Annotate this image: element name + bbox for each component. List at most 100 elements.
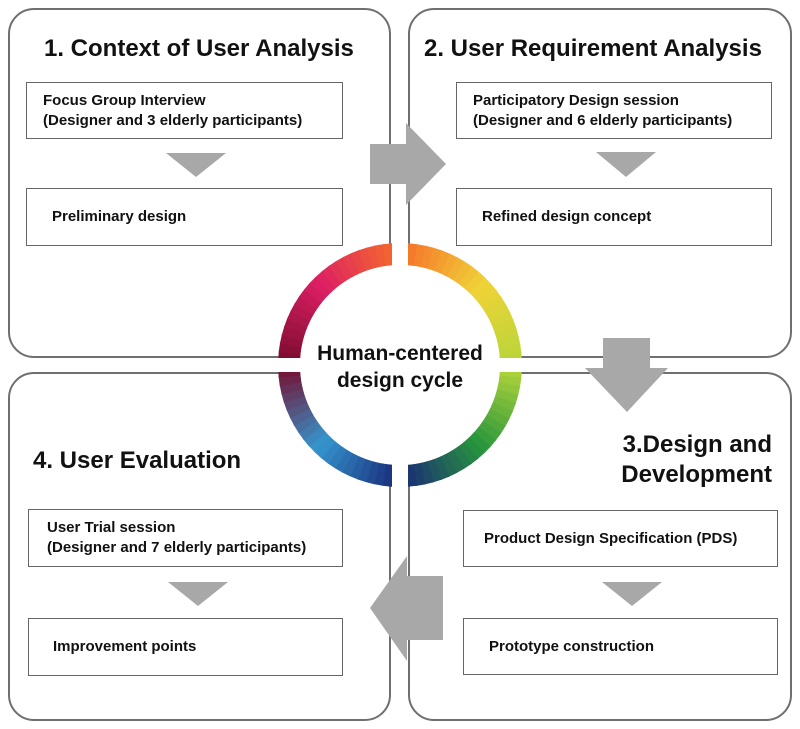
- color-wheel-segment: [286, 310, 311, 328]
- color-wheel-segment: [314, 436, 336, 459]
- box-line: (Designer and 6 elderly participants): [473, 111, 733, 129]
- color-wheel-segment: [492, 319, 517, 336]
- prototype-construction-box: Prototype construction: [463, 618, 778, 675]
- color-wheel-segment: [298, 288, 322, 310]
- participatory-design-box: Participatory Design session (Designer a…: [456, 82, 772, 139]
- arrow-right-icon: [370, 123, 446, 205]
- color-wheel-segment: [478, 420, 502, 442]
- color-wheel-segment: [482, 296, 507, 316]
- small-arrow-down-icon: [168, 582, 228, 606]
- color-wheel-segment: [433, 456, 450, 481]
- panel-4-title: 4. User Evaluation: [33, 447, 242, 474]
- color-wheel-segment: [334, 449, 354, 473]
- color-wheel-segment: [298, 420, 322, 441]
- color-wheel-segment: [335, 256, 354, 281]
- color-wheel-segment: [492, 395, 517, 412]
- color-wheel-segment: [452, 445, 472, 470]
- color-wheel-segment: [495, 327, 519, 342]
- color-wheel-segment: [315, 270, 337, 294]
- color-wheel-segment: [452, 261, 473, 285]
- color-wheel-segment: [341, 452, 360, 477]
- color-wheel-segment: [434, 250, 451, 275]
- color-wheel-segment: [281, 326, 306, 341]
- color-wheel-segment: [294, 295, 318, 315]
- title-line: 3.Design and: [622, 431, 772, 458]
- color-wheel-segment: [281, 388, 305, 403]
- center-label-line: design cycle: [336, 369, 464, 392]
- color-wheel-segment: [327, 445, 348, 469]
- color-wheel-segment: [482, 415, 506, 435]
- product-design-specification-box: Product Design Specification (PDS): [463, 510, 778, 567]
- color-wheel-segment: [320, 440, 342, 464]
- color-wheel-segment: [413, 244, 427, 268]
- color-wheel-segment: [440, 253, 459, 278]
- color-wheel: [276, 241, 524, 489]
- color-wheel-segment: [373, 462, 387, 486]
- color-wheel-segment: [303, 425, 326, 447]
- box-line: Focus Group Interview: [43, 91, 206, 109]
- color-wheel-segment: [290, 302, 314, 322]
- user-trial-session-box: User Trial session (Designer and 7 elder…: [28, 509, 343, 567]
- arrow-left-icon: [370, 556, 443, 661]
- color-wheel-segment: [279, 334, 304, 348]
- box-line: (Designer and 3 elderly participants): [43, 111, 303, 129]
- color-wheel-segment: [321, 265, 343, 289]
- color-wheel-segment: [494, 389, 519, 404]
- color-wheel-segment: [289, 407, 314, 426]
- color-wheel-segment: [365, 460, 380, 485]
- small-arrow-down-icon: [602, 582, 662, 606]
- color-wheel-segment: [474, 283, 497, 305]
- panel-2-title: 2. User Requirement Analysis: [424, 35, 762, 62]
- center-label: Human-centered design cycle: [300, 340, 500, 394]
- color-wheel-segment: [446, 257, 466, 281]
- color-wheel-segment: [464, 271, 486, 294]
- box-line: Preliminary design: [52, 208, 187, 225]
- color-wheel-segment: [468, 431, 491, 454]
- color-wheel-segment: [278, 374, 302, 387]
- color-wheel-segment: [405, 464, 417, 487]
- color-wheel-segment: [458, 266, 480, 290]
- color-wheel-segment: [439, 453, 458, 477]
- color-wheel-segment: [486, 304, 511, 323]
- color-wheel-segment: [283, 318, 308, 335]
- color-wheel-segment: [383, 243, 395, 266]
- color-wheel-segment: [342, 253, 361, 277]
- color-wheel-segment: [349, 455, 366, 480]
- box-line: Improvement points: [53, 638, 197, 655]
- color-wheel-segment: [283, 394, 308, 411]
- color-wheel-segment: [350, 249, 367, 274]
- color-wheel-segment: [498, 343, 522, 356]
- color-wheel-segment: [469, 277, 492, 299]
- color-wheel-segment: [486, 408, 510, 428]
- box-line: Product Design Specification (PDS): [484, 529, 738, 547]
- color-wheel-center: [300, 265, 500, 465]
- panel-1-title: 1. Context of User Analysis: [44, 35, 354, 62]
- arrow-down-large-icon: [585, 338, 668, 412]
- color-wheel-segment: [446, 449, 465, 474]
- title-line: Development: [621, 461, 772, 488]
- center-label-line: Human-centered: [317, 342, 483, 365]
- color-wheel-segment: [357, 458, 373, 483]
- box-line: Refined design concept: [482, 208, 652, 225]
- color-wheel-segment: [426, 458, 442, 483]
- preliminary-design-box: Preliminary design: [26, 188, 343, 246]
- color-wheel-segment: [303, 282, 327, 304]
- panel-3-title: 3.Design and Development: [580, 430, 772, 490]
- color-wheel-segment: [473, 426, 497, 448]
- color-wheel-segment: [457, 441, 479, 465]
- color-wheel-segment: [293, 414, 318, 434]
- improvement-points-box: Improvement points: [28, 618, 343, 676]
- box-line: Prototype construction: [489, 637, 655, 655]
- color-wheel-segment: [286, 401, 311, 419]
- color-wheel-segment: [328, 260, 348, 285]
- color-wheel-segment: [308, 431, 331, 453]
- box-line: Participatory Design session: [473, 91, 679, 109]
- color-wheel-segment: [478, 289, 502, 310]
- box-line: User Trial session: [47, 519, 176, 536]
- focus-group-interview-box: Focus Group Interview (Designer and 3 el…: [26, 82, 343, 139]
- box-line: (Designer and 7 elderly participants): [47, 539, 307, 556]
- color-wheel-segment: [489, 402, 514, 420]
- small-arrow-down-icon: [166, 153, 226, 177]
- color-wheel-segment: [309, 276, 332, 299]
